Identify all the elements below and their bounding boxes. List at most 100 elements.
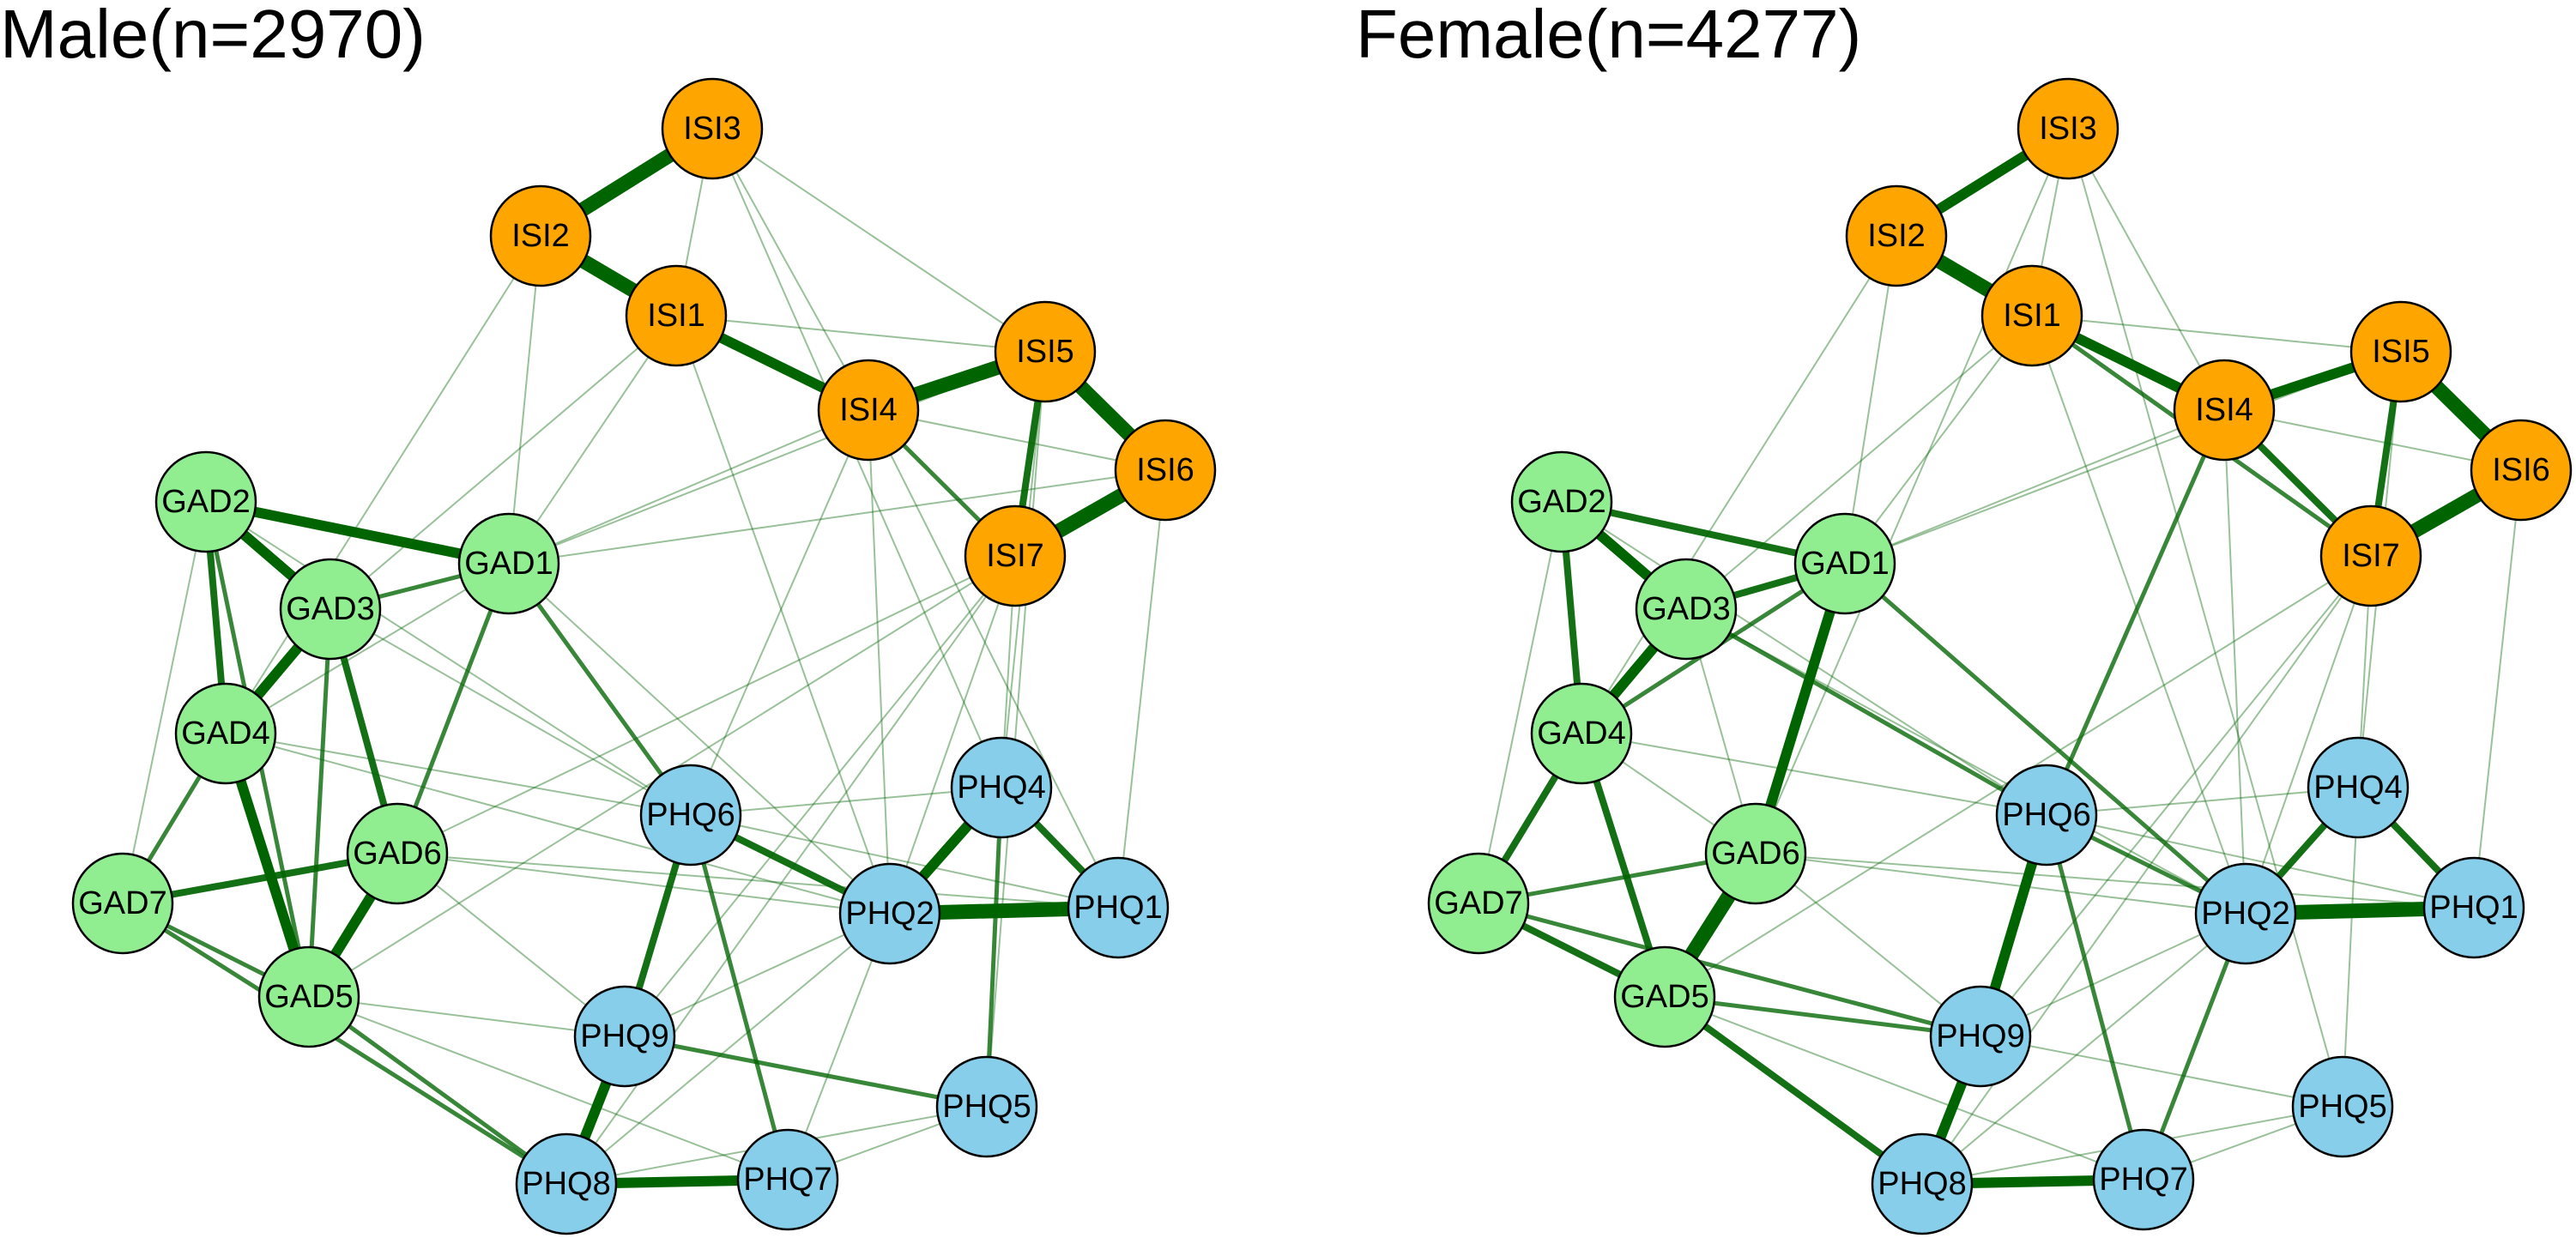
node-gad4: GAD4 — [174, 682, 277, 785]
node-phq2: PHQ2 — [838, 862, 941, 965]
edge-gad1-phq6 — [506, 561, 693, 818]
edge-isi1-gad1 — [1844, 315, 2033, 565]
edge-gad6-phq1 — [396, 853, 1119, 909]
edge-isi1-phq2 — [2031, 315, 2246, 915]
node-phq7: PHQ7 — [736, 1128, 839, 1231]
node-label: ISI6 — [2492, 452, 2550, 488]
edge-isi2-gad4 — [225, 235, 541, 734]
node-phq5: PHQ5 — [935, 1055, 1038, 1158]
node-gad7: GAD7 — [71, 852, 174, 955]
node-label: GAD4 — [1537, 716, 1625, 752]
node-phq1: PHQ1 — [1067, 856, 1170, 959]
edge-isi7-gad6 — [396, 555, 1016, 854]
edge-gad5-phq9 — [308, 996, 626, 1037]
node-label: PHQ7 — [2099, 1162, 2187, 1198]
edge-gad5-phq9 — [1662, 994, 1983, 1039]
node-circle — [346, 802, 449, 905]
node-label: ISI4 — [839, 392, 898, 428]
edge-gad3-gad5 — [306, 607, 333, 999]
node-gad7: GAD7 — [1427, 852, 1530, 955]
edge-isi1-phq2 — [675, 315, 891, 915]
edge-isi1-isi5 — [2031, 315, 2402, 353]
node-gad2: GAD2 — [1510, 450, 1613, 553]
edge-isi7-phq9 — [624, 555, 1016, 1037]
node-gad6: GAD6 — [1704, 802, 1807, 905]
node-circle — [2173, 359, 2276, 462]
edge-gad2-phq6 — [1561, 501, 2047, 816]
edge-gad2-phq6 — [205, 501, 692, 816]
node-label: GAD1 — [464, 546, 553, 582]
female-nodes: ISI3ISI2ISI1ISI5ISI4ISI6ISI7GAD2GAD1GAD3… — [1427, 77, 2573, 1235]
edge-phq4-phq5 — [2342, 787, 2359, 1108]
node-isi6: ISI6 — [2470, 419, 2573, 522]
node-label: PHQ2 — [2201, 896, 2289, 932]
node-label: ISI2 — [1867, 218, 1926, 254]
node-circle — [2422, 856, 2525, 959]
edge-phq9-phq5 — [1980, 1036, 2343, 1108]
node-circle — [457, 512, 560, 615]
edge-phq6-phq4 — [2046, 787, 2359, 816]
edge-phq4-phq5 — [984, 785, 1004, 1109]
node-circle — [1635, 558, 1738, 661]
edge-gad4-phq6 — [1581, 733, 2047, 816]
node-label: ISI3 — [2039, 111, 2097, 147]
node-label: ISI5 — [1016, 334, 1074, 370]
edge-gad1-phq2 — [508, 563, 891, 915]
node-label: PHQ1 — [2429, 890, 2518, 926]
female-network: ISI3ISI2ISI1ISI5ISI4ISI6ISI7GAD2GAD1GAD3… — [1427, 77, 2573, 1235]
edge-isi6-phq1 — [2473, 469, 2522, 909]
node-label: GAD6 — [353, 836, 441, 872]
edge-isi7-phq2 — [889, 555, 1016, 915]
node-label: PHQ4 — [957, 770, 1045, 806]
edge-isi3-isi4 — [711, 128, 869, 411]
node-circle — [1929, 985, 2032, 1088]
node-label: PHQ7 — [743, 1162, 831, 1198]
edge-isi1-gad3 — [330, 315, 677, 610]
node-label: ISI2 — [511, 218, 570, 254]
node-label: ISI3 — [683, 111, 741, 147]
edge-gad5-phq7 — [308, 996, 789, 1181]
node-label: GAD2 — [161, 484, 250, 520]
edge-isi1-gad3 — [1685, 315, 2033, 610]
node-circle — [838, 862, 941, 965]
node-label: GAD1 — [1800, 546, 1889, 582]
edge-isi4-gad1 — [508, 409, 869, 565]
edge-phq9-phq5 — [622, 1034, 989, 1109]
edge-isi2-gad1 — [1844, 235, 1897, 565]
edge-isi4-gad1 — [1844, 409, 2225, 565]
node-circle — [2291, 1055, 2394, 1158]
node-circle — [661, 77, 764, 180]
edge-gad3-phq2 — [1685, 608, 2246, 915]
node-label: ISI6 — [1136, 452, 1194, 488]
node-label: GAD7 — [78, 885, 166, 921]
node-label: PHQ8 — [522, 1166, 610, 1202]
node-circle — [1704, 802, 1807, 905]
node-gad5: GAD5 — [257, 945, 360, 1048]
node-isi4: ISI4 — [817, 359, 920, 462]
node-gad2: GAD2 — [154, 450, 257, 553]
node-circle — [994, 300, 1097, 403]
edge-gad1-gad4 — [225, 563, 510, 734]
node-phq8: PHQ8 — [1871, 1132, 1974, 1235]
node-circle — [489, 184, 592, 287]
node-circle — [1613, 945, 1716, 1048]
edge-gad5-phq8 — [306, 994, 569, 1187]
node-circle — [1427, 852, 1530, 955]
node-isi5: ISI5 — [994, 300, 1097, 403]
node-label: GAD5 — [264, 979, 353, 1015]
edge-phq6-phq7 — [688, 812, 790, 1182]
node-circle — [154, 450, 257, 553]
node-label: GAD4 — [181, 716, 269, 752]
node-circle — [279, 558, 382, 661]
node-circle — [1067, 856, 1170, 959]
node-circle — [950, 736, 1053, 839]
node-isi7: ISI7 — [964, 504, 1067, 607]
node-label: ISI5 — [2372, 334, 2430, 370]
edge-phq6-phq1 — [690, 814, 1119, 909]
male-network-title: Male(n=2970) — [0, 0, 426, 72]
edge-gad6-phq2 — [396, 853, 891, 915]
node-circle — [1114, 419, 1217, 522]
node-phq8: PHQ8 — [515, 1132, 618, 1235]
node-label: PHQ6 — [2002, 797, 2090, 833]
